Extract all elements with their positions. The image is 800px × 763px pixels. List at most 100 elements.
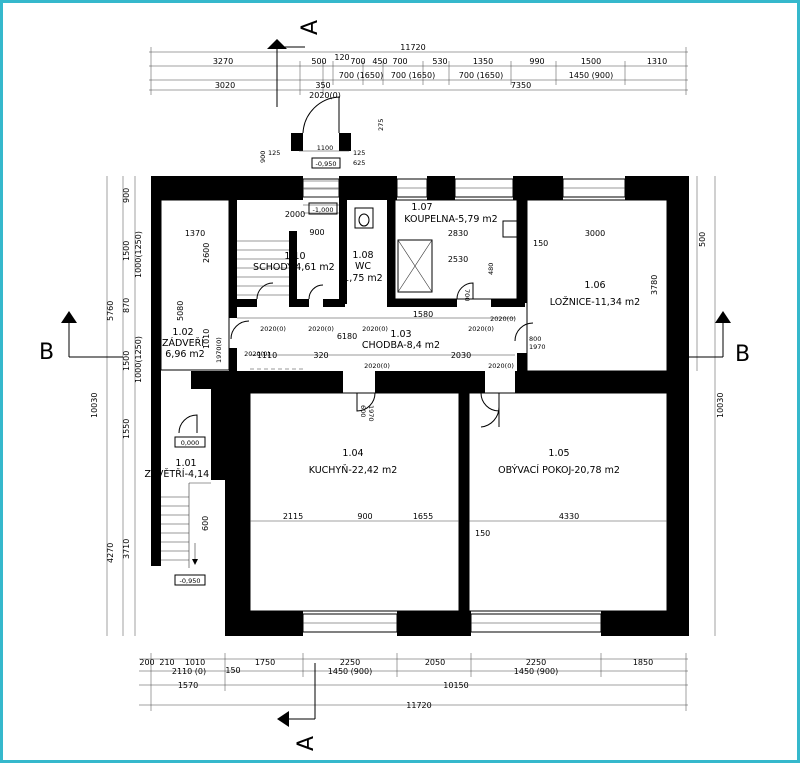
svg-text:1970: 1970	[529, 343, 546, 351]
svg-text:2030: 2030	[451, 351, 471, 360]
svg-text:2020(0): 2020(0)	[362, 325, 388, 333]
room-1-01-number: 1.01	[175, 458, 196, 469]
svg-text:10150: 10150	[443, 681, 468, 690]
svg-text:11720: 11720	[406, 701, 431, 710]
svg-text:1500: 1500	[581, 57, 601, 66]
svg-text:500: 500	[311, 57, 326, 66]
svg-text:1010: 1010	[202, 329, 211, 349]
section-a-label-bottom: A	[294, 736, 319, 751]
svg-text:1750: 1750	[255, 658, 275, 667]
svg-text:3710: 3710	[122, 539, 131, 559]
room-1-07-name: KOUPELNA-5,79 m2	[404, 214, 497, 225]
svg-text:1570: 1570	[178, 681, 198, 690]
svg-text:900: 900	[259, 151, 267, 163]
svg-text:150: 150	[533, 239, 548, 248]
svg-text:120: 120	[334, 53, 349, 62]
svg-text:2020(0): 2020(0)	[309, 91, 341, 100]
room-1-02-area: 6,96 m2	[165, 349, 204, 360]
svg-text:700 (1650): 700 (1650)	[339, 71, 383, 80]
dim-top-row2: 700 (1650) 700 (1650) 700 (1650) 1450 (9…	[339, 71, 613, 80]
svg-text:600: 600	[201, 516, 210, 531]
inner-dimensions: 2115 900 1655 4330 150 6180 1580 2030 11…	[185, 210, 667, 538]
section-b-right: B	[683, 311, 750, 367]
svg-text:1100: 1100	[317, 144, 334, 152]
dim-bottom-row2: 2110 (0) 1450 (900) 1450 (900)	[172, 667, 558, 676]
svg-text:4270: 4270	[106, 543, 115, 563]
level-outside: -0,950	[180, 577, 201, 585]
room-labels: 1.01 ZÁVĚTŘÍ-4,14 m2 1.02 ZÁDVEŘÍ 6,96 m…	[144, 202, 640, 480]
svg-text:10030: 10030	[90, 393, 99, 418]
dimension-lines-right: 500 3780 10030	[650, 176, 725, 636]
svg-text:200: 200	[139, 658, 154, 667]
svg-text:2020(0): 2020(0)	[260, 325, 286, 333]
room-1-07-number: 1.07	[411, 202, 432, 213]
svg-text:6180: 6180	[337, 332, 357, 341]
svg-text:700: 700	[392, 57, 407, 66]
svg-text:480: 480	[487, 263, 495, 275]
room-1-03-number: 1.03	[390, 329, 411, 340]
svg-text:150: 150	[475, 529, 490, 538]
svg-text:2000: 2000	[285, 210, 305, 219]
svg-text:625: 625	[353, 159, 365, 167]
room-1-08-number: 1.08	[352, 250, 373, 261]
svg-text:7350: 7350	[511, 81, 531, 90]
svg-text:2250: 2250	[526, 658, 546, 667]
svg-text:1970(0): 1970(0)	[215, 337, 223, 363]
svg-text:2050: 2050	[425, 658, 445, 667]
room-1-06-number: 1.06	[584, 280, 605, 291]
svg-text:1000(1250): 1000(1250)	[134, 231, 143, 278]
svg-text:10030: 10030	[716, 393, 725, 418]
svg-text:1110: 1110	[257, 351, 277, 360]
svg-text:1450 (900): 1450 (900)	[514, 667, 558, 676]
svg-text:5760: 5760	[106, 301, 115, 321]
dimension-lines-left: 900 1500 1000(1250) 870 1500 1000(1250) …	[90, 176, 211, 636]
svg-text:2020(0): 2020(0)	[488, 362, 514, 370]
room-1-08-area: 1,75 m2	[343, 273, 382, 284]
svg-text:125: 125	[353, 149, 365, 157]
svg-text:3000: 3000	[585, 229, 605, 238]
svg-text:3780: 3780	[650, 275, 659, 295]
svg-text:1850: 1850	[633, 658, 653, 667]
room-1-08-name: WC	[355, 261, 371, 272]
svg-text:700 (1650): 700 (1650)	[459, 71, 503, 80]
svg-text:1000(1250): 1000(1250)	[134, 336, 143, 383]
svg-text:1655: 1655	[413, 512, 433, 521]
dimension-lines-top	[149, 47, 688, 95]
svg-text:700 (1650): 700 (1650)	[391, 71, 435, 80]
level-porch: 0,000	[181, 439, 200, 447]
svg-text:3020: 3020	[215, 81, 235, 90]
section-a-top: A	[267, 20, 323, 107]
svg-text:900: 900	[357, 512, 372, 521]
svg-text:1500: 1500	[122, 351, 131, 371]
svg-text:1350: 1350	[473, 57, 493, 66]
room-1-03-name: CHODBA-8,4 m2	[362, 340, 440, 351]
svg-text:2830: 2830	[448, 229, 468, 238]
svg-text:125: 125	[268, 149, 280, 157]
room-1-10-number: 1.10	[284, 251, 305, 262]
level-stair: -1,000	[313, 206, 334, 214]
room-1-10-name: SCHODY	[253, 262, 293, 273]
dimension-lines-bottom	[139, 653, 688, 711]
windows	[152, 178, 626, 633]
room-1-06-name: LOŽNICE-11,34 m2	[550, 296, 640, 308]
section-b-label-left: B	[39, 340, 54, 365]
svg-text:1450 (900): 1450 (900)	[328, 667, 372, 676]
svg-text:2020(0): 2020(0)	[490, 315, 516, 323]
interior-lines: 0,000 -0,950 -1,000	[160, 180, 668, 612]
section-b-label-right: B	[735, 342, 750, 367]
room-1-04-number: 1.04	[342, 448, 363, 459]
svg-text:2020(0): 2020(0)	[468, 325, 494, 333]
svg-text:450: 450	[372, 57, 387, 66]
svg-text:2020(0): 2020(0)	[308, 325, 334, 333]
room-1-02-number: 1.02	[172, 327, 193, 338]
svg-text:2020(0): 2020(0)	[244, 350, 270, 358]
room-1-01-name: ZÁVĚTŘÍ-4,14 m2	[144, 468, 227, 480]
section-b-left: B	[39, 311, 123, 365]
dim-top-row1: 3270 500 120 700 450 700 530 1350 990 15…	[213, 53, 667, 66]
svg-text:275: 275	[377, 119, 385, 131]
svg-text:3270: 3270	[213, 57, 233, 66]
svg-text:1580: 1580	[413, 310, 433, 319]
svg-text:1970: 1970	[367, 405, 375, 422]
svg-text:600: 600	[359, 405, 367, 417]
svg-text:1010: 1010	[185, 658, 205, 667]
